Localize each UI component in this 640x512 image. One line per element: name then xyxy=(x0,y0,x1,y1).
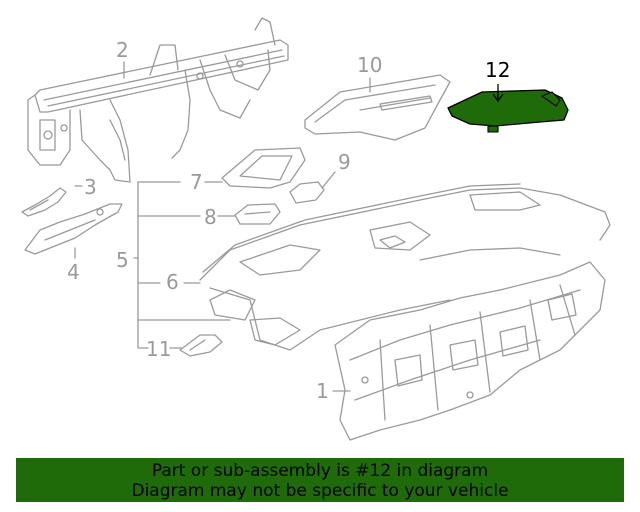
leader-lines xyxy=(74,61,371,392)
part-7-bezel xyxy=(221,147,306,189)
callout-8: 8 xyxy=(204,205,217,229)
info-banner: Part or sub-assembly is #12 in diagram D… xyxy=(16,458,624,502)
callout-2: 2 xyxy=(116,38,129,62)
part-11-trim xyxy=(179,334,223,357)
callout-11: 11 xyxy=(146,337,172,361)
part-8-switch xyxy=(234,203,281,225)
callout-3: 3 xyxy=(84,175,97,199)
part-4-bracket xyxy=(24,203,123,255)
callout-9: 9 xyxy=(338,150,351,174)
banner-line-1: Part or sub-assembly is #12 in diagram xyxy=(151,461,489,481)
callout-1: 1 xyxy=(316,379,329,403)
callout-5: 5 xyxy=(116,248,129,272)
part-10-vent-panel xyxy=(304,74,451,141)
part-2-cross-car-beam xyxy=(27,17,289,183)
part-12-highlighted-panel xyxy=(447,84,569,133)
callout-6: 6 xyxy=(166,270,179,294)
callout-12: 12 xyxy=(485,58,511,82)
callout-7: 7 xyxy=(190,170,203,194)
callout-10: 10 xyxy=(357,53,383,77)
group-5-bracket xyxy=(133,181,231,349)
callout-4: 4 xyxy=(67,260,80,284)
banner-line-2: Diagram may not be specific to your vehi… xyxy=(131,481,509,501)
part-1-reinforcement xyxy=(334,261,606,441)
parts-diagram xyxy=(21,17,611,441)
part-3-bracket xyxy=(21,187,67,217)
part-6-upper-panel xyxy=(199,183,611,351)
part-9-cover xyxy=(289,181,325,204)
